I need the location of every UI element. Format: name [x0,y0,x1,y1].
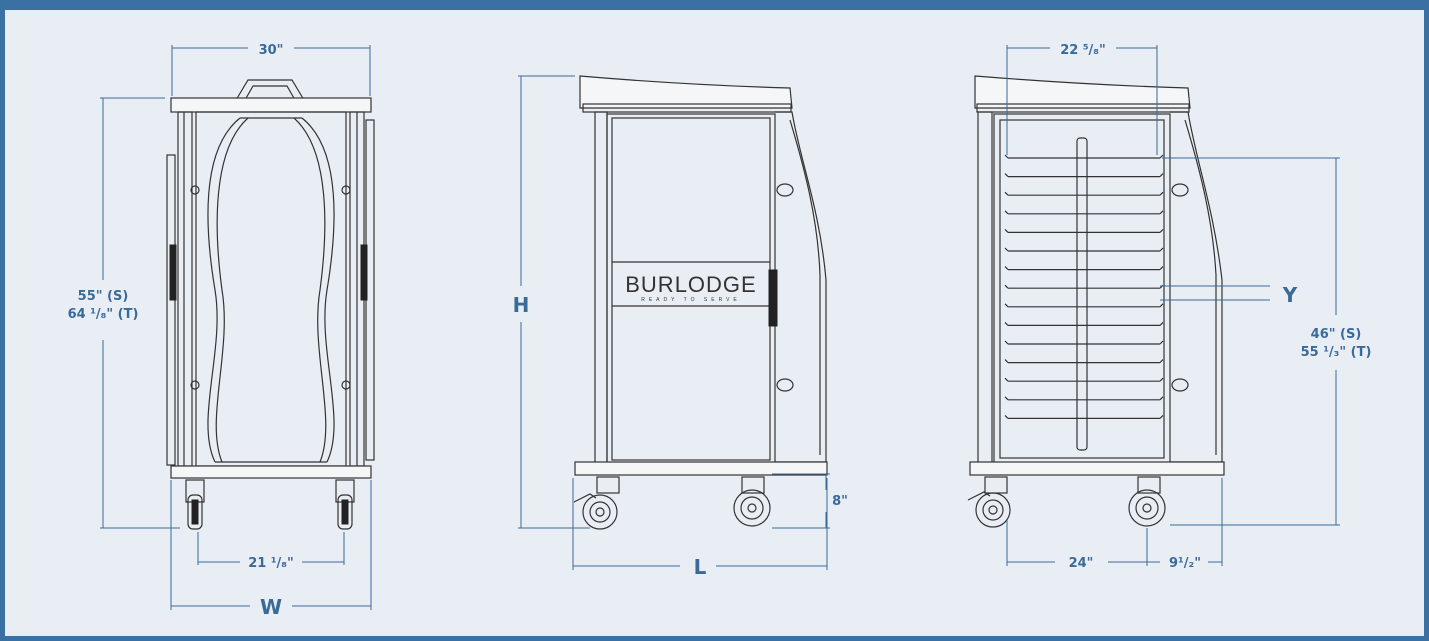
tray-rail [1004,191,1164,196]
tray-rail [1004,284,1164,289]
tray-rail [1004,228,1164,233]
dim-bottom-width: 24" [1069,556,1094,571]
dim-inner-height-s: 46" (S) [1311,327,1362,342]
front-view: 30" [68,43,375,619]
tray-rail [1004,303,1164,308]
dim-wheel-height: 8" [832,494,848,509]
dim-rail-label: Y [1282,283,1298,307]
dim-wheel-track: 21 ¹/₈" [248,556,294,571]
tray-rail [1004,247,1164,252]
tray-rail [1004,340,1164,345]
brand-logo: BURLODGE [625,272,756,297]
tray-rails [1004,154,1164,419]
tray-rail [1004,359,1164,364]
tray-rail [1004,377,1164,382]
tray-rail [1004,414,1164,419]
dim-inner-width: 22 ⁵/₈" [1060,43,1106,58]
tray-rail [1004,210,1164,215]
dim-length-label: L [694,555,707,579]
back-view: 22 ⁵/₈" Y 46" (S) 55 ¹/₃" (T) 24" 9¹/₂" [967,43,1372,571]
dim-height-t: 64 ¹/₈" (T) [68,307,139,322]
tray-rail [1004,266,1164,271]
tray-rail [1004,173,1164,178]
dim-inner-height-t: 55 ¹/₃" (T) [1301,345,1372,360]
dim-width-label: W [260,595,282,619]
tray-rail [1004,154,1164,159]
dim-offset: 9¹/₂" [1169,556,1201,571]
brand-tagline: READY TO SERVE [641,297,741,303]
tray-rail [1004,321,1164,326]
dim-top-width: 30" [259,43,284,58]
side-view: BURLODGE READY TO SERVE H 8" L [513,75,848,579]
dim-height-label: H [513,293,530,317]
tray-rail [1004,396,1164,401]
dim-height-s: 55" (S) [78,289,129,304]
